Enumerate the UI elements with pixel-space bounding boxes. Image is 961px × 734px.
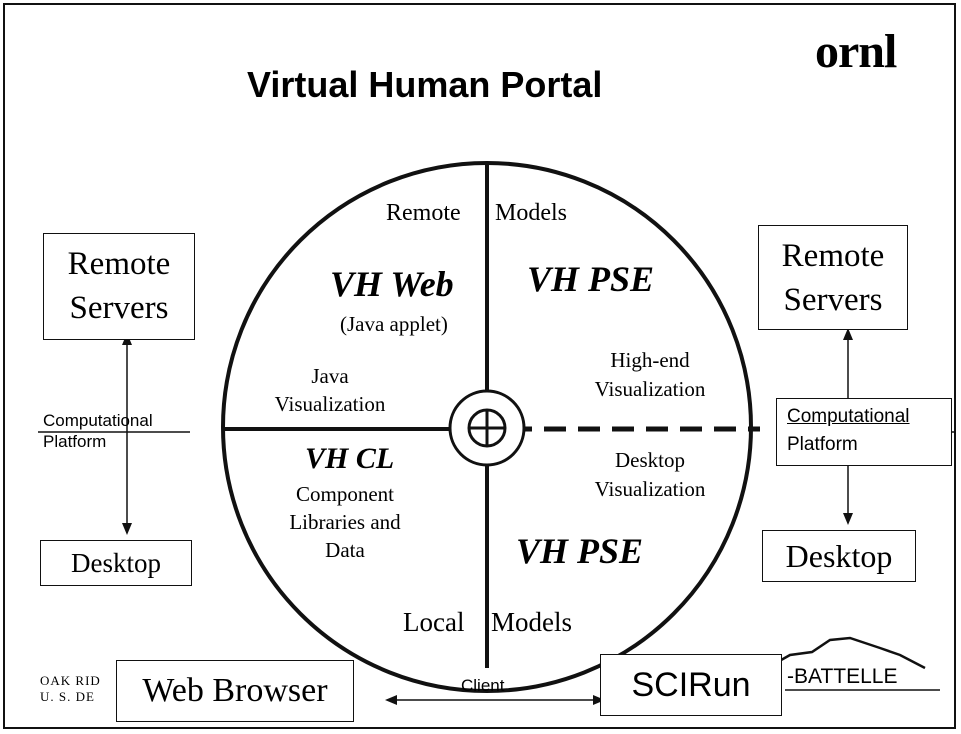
right-arrow-up — [843, 328, 853, 340]
battelle-mountain-logo — [759, 636, 926, 674]
scirun-box: SCIRun — [600, 654, 782, 716]
ornl-logo: ornl — [815, 25, 897, 78]
vh-pse-bottom-label: VH PSE — [516, 531, 644, 571]
web-browser-box: Web Browser — [116, 660, 354, 722]
vh-cl-label: VH CL — [305, 442, 395, 475]
client-arrow-left — [385, 695, 397, 705]
remote-models-label-left: Remote — [386, 200, 461, 226]
left-arrow-down — [122, 523, 132, 535]
vh-web-sublabel: (Java applet) — [340, 312, 448, 336]
client-label: Client — [461, 676, 505, 695]
local-models-label-right: Models — [491, 607, 572, 637]
right-arrow-down — [843, 513, 853, 525]
right-desktop-box: Desktop — [762, 530, 916, 582]
vh-pse-top-label: VH PSE — [527, 259, 655, 299]
battelle-label: -BATTELLE — [787, 665, 898, 688]
page-title: Virtual Human Portal — [247, 64, 603, 105]
client-arrow-right — [593, 695, 605, 705]
left-desktop-box: Desktop — [40, 540, 192, 586]
remote-models-label-right: Models — [495, 200, 567, 226]
local-models-label-left: Local — [403, 607, 465, 637]
vh-web-label: VH Web — [330, 264, 454, 304]
slide-frame — [3, 3, 956, 729]
